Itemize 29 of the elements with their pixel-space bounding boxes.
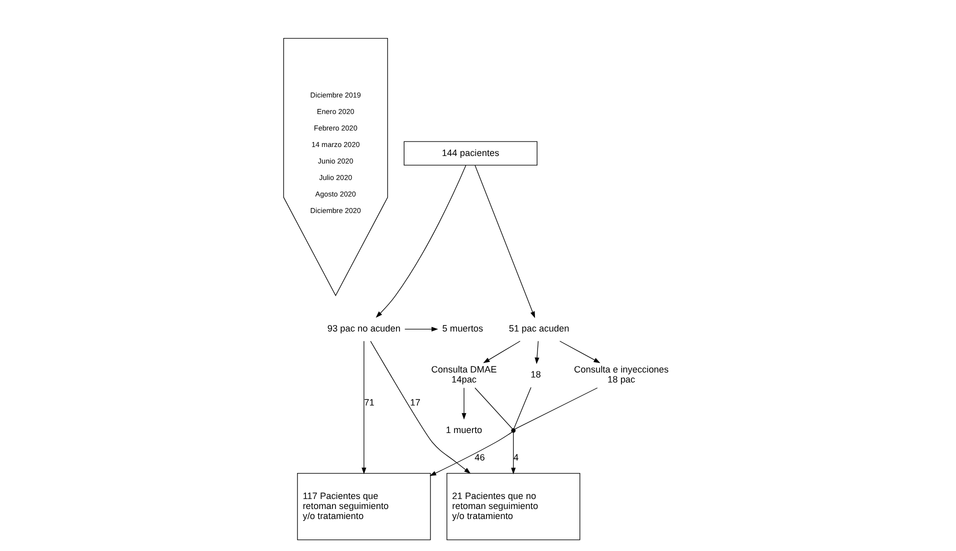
arrow <box>483 340 520 364</box>
connector <box>474 388 513 430</box>
connector <box>514 387 532 430</box>
node-text: 18 <box>530 370 541 380</box>
arrow <box>534 340 540 364</box>
node-text: 51 pac acuden <box>508 324 570 334</box>
node-text: 5 muertos <box>442 324 484 334</box>
arrow <box>430 432 512 476</box>
node-box: 144 pacientes <box>404 141 538 166</box>
arrow <box>462 388 466 420</box>
node-box: 117 Pacientes que retoman seguimiento y/o tratamiento <box>297 473 431 540</box>
arrow <box>474 165 535 318</box>
edge-label: 17 <box>410 398 420 408</box>
node-text: Consulta DMAE 14pac <box>431 364 497 385</box>
arrow <box>404 326 438 332</box>
node-text: Consulta e inyecciones 18 pac <box>574 364 669 385</box>
node-text: 93 pac no acuden <box>327 324 401 334</box>
arrow <box>370 340 471 474</box>
edge-label: 46 <box>474 452 485 462</box>
connector <box>514 388 598 430</box>
node-text: 1 muerto <box>446 424 482 435</box>
arrow <box>376 164 466 318</box>
node-bracket <box>511 428 516 433</box>
arrow <box>362 340 366 474</box>
edge-label: 71 <box>364 398 374 408</box>
arrow <box>560 340 600 364</box>
edge-label: 4 <box>513 452 519 462</box>
arrow <box>511 432 516 474</box>
node-box: 21 Pacientes que no retoman seguimiento y/o tratamiento <box>446 473 580 540</box>
